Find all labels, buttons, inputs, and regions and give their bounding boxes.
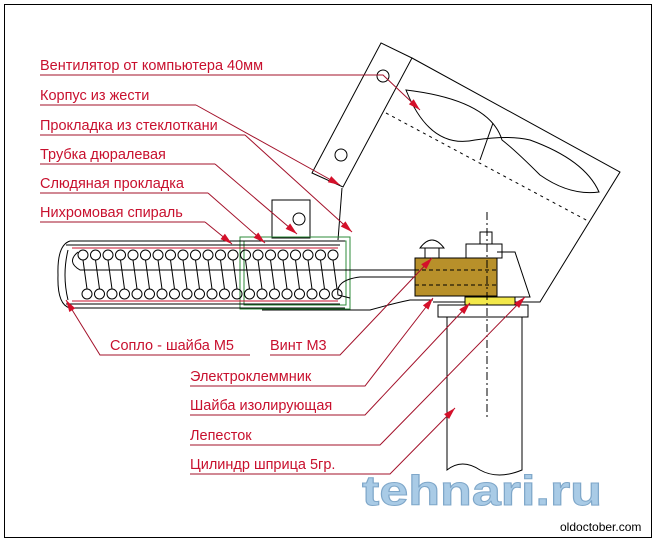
coil-turn-top <box>177 249 189 261</box>
label-fan: Вентилятор от компьютера 40мм <box>40 58 263 74</box>
label-housing: Корпус из жести <box>40 88 149 104</box>
arrow-head-icon <box>444 408 455 420</box>
coil-turn-top <box>165 249 176 261</box>
coil-turn-top <box>265 249 276 261</box>
coil-turn-bottom <box>219 288 230 300</box>
coil-turn-top <box>127 249 139 261</box>
leader-line <box>195 104 341 186</box>
lug <box>497 251 531 298</box>
coil-turn-top <box>140 249 151 261</box>
arrow-head-icon <box>253 232 265 243</box>
coil-turn-top <box>102 249 114 261</box>
coil-turn-bottom <box>206 288 218 300</box>
coil-turn-bottom <box>169 288 180 300</box>
coil-turn-bottom <box>294 288 305 300</box>
arrow-head-icon <box>340 221 352 232</box>
heater-tube <box>57 236 433 311</box>
coil-turn-top <box>152 249 164 261</box>
label-terminal: Электроклеммник <box>190 369 312 385</box>
coil-turn-bottom <box>106 288 118 300</box>
coil-turn-bottom <box>181 288 193 300</box>
label-nichrome-spiral: Нихромовая спираль <box>40 205 183 221</box>
label-lug: Лепесток <box>190 428 252 444</box>
watermark: tehnari.ru <box>362 467 602 514</box>
coil-turn-top <box>315 249 326 261</box>
arrow-head-icon <box>421 258 432 270</box>
coil-turn-top <box>77 249 89 261</box>
coil-turn-bottom <box>131 288 143 300</box>
coil-turn-bottom <box>306 288 318 300</box>
coil-turn-bottom <box>281 288 293 300</box>
coil-turn-top <box>115 249 126 261</box>
arrow-head-icon <box>285 223 297 234</box>
terminal-block <box>414 212 531 420</box>
coil-turn-bottom <box>94 288 105 300</box>
coil-turn-top <box>90 249 101 261</box>
label-nozzle: Сопло - шайба М5 <box>110 338 234 354</box>
coil-turn-top <box>190 249 201 261</box>
leader-line <box>190 407 456 475</box>
coil-turn-bottom <box>81 288 93 300</box>
coil-turn-bottom <box>119 288 130 300</box>
coil-turn-top <box>240 249 251 261</box>
label-fiberglass-gasket: Прокладка из стеклоткани <box>40 118 218 134</box>
leader-line <box>65 299 250 356</box>
coil-turn-top <box>290 249 301 261</box>
coil-turn-top <box>252 249 264 261</box>
leader-line <box>214 163 298 235</box>
leader-line <box>190 297 434 387</box>
leader-line <box>244 134 353 233</box>
source-credit: oldoctober.com <box>560 520 641 534</box>
leader-line <box>300 74 421 111</box>
label-screw: Винт М3 <box>270 338 327 354</box>
coil-turn-top <box>202 249 214 261</box>
arrow-head-icon <box>408 99 420 110</box>
arrow-head-icon <box>220 233 232 244</box>
insulating-washer <box>464 296 516 306</box>
coil-turn-bottom <box>194 288 205 300</box>
coil-turn-bottom <box>244 288 255 300</box>
coil-turn-top <box>327 249 339 261</box>
leader-line <box>207 192 266 244</box>
fan-blade <box>405 89 600 194</box>
coil-turn-top <box>277 249 289 261</box>
screw-m3 <box>418 239 446 259</box>
arrow-head-icon <box>459 303 470 315</box>
leader-line <box>190 302 471 416</box>
arrow-head-icon <box>66 300 76 313</box>
coil-turn-bottom <box>144 288 155 300</box>
coil-turn-top <box>227 249 239 261</box>
coil-turn-bottom <box>319 288 330 300</box>
coil-turn-top <box>302 249 314 261</box>
leader-line <box>270 257 433 356</box>
syringe-cylinder <box>437 304 529 476</box>
nut <box>465 243 503 259</box>
coil-turn-bottom <box>256 288 268 300</box>
arrow-head-icon <box>422 298 433 310</box>
label-duralumin-tube: Трубка дюралевая <box>40 147 166 163</box>
coil-turn-bottom <box>156 288 168 300</box>
label-insulating-washer: Шайба изолирующая <box>190 398 332 414</box>
diagram-frame <box>4 4 652 538</box>
arrow-head-icon <box>327 176 340 185</box>
label-syringe-cylinder: Цилиндр шприца 5гр. <box>190 457 335 473</box>
coil-turn-bottom <box>331 288 343 300</box>
label-mica-gasket: Слюдяная прокладка <box>40 176 185 192</box>
arrow-head-icon <box>514 297 525 309</box>
coil-turn-top <box>215 249 226 261</box>
mount-bracket <box>271 199 311 239</box>
leader-line <box>190 296 526 446</box>
coil-turn-bottom <box>269 288 280 300</box>
